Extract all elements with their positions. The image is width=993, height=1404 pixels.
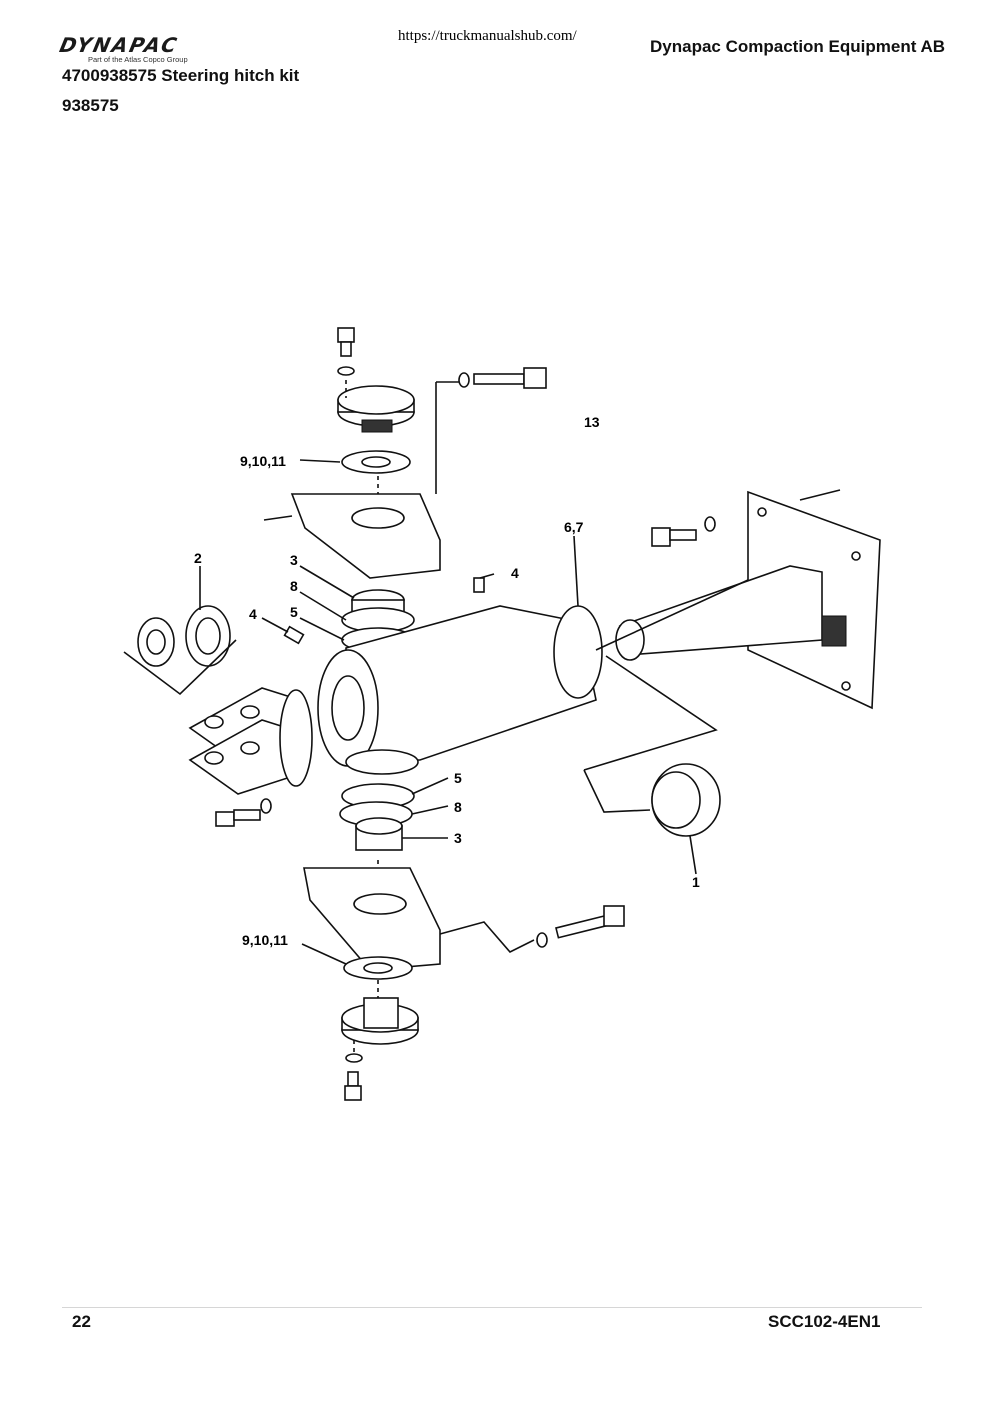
top-bracket [263, 381, 462, 579]
footer-divider [62, 1307, 922, 1308]
callout-3-top: 3 [290, 552, 298, 568]
callout-leaders [199, 459, 697, 965]
callout-4-left: 4 [249, 606, 257, 622]
dynapac-logo: DYNAPAC Part of the Atlas Copco Group [57, 33, 230, 64]
left-nut-and-ring [123, 605, 237, 696]
logo-tagline: Part of the Atlas Copco Group [88, 55, 188, 64]
callout-8-bottom: 8 [454, 799, 462, 815]
callout-5-bottom: 5 [454, 770, 462, 786]
right-bolt [651, 516, 716, 547]
callout-8-top: 8 [290, 578, 298, 594]
top-shim [341, 450, 411, 474]
left-clevis [188, 687, 313, 795]
callout-4-right: 4 [511, 565, 519, 581]
bottom-bearing-stack [339, 783, 415, 851]
top-cap-plate [337, 385, 415, 433]
center-axis [345, 380, 379, 1052]
callout-1: 1 [692, 874, 700, 890]
hitch-tube [317, 605, 603, 775]
bottom-bracket [303, 867, 535, 971]
left-bolt [215, 798, 272, 827]
company-name: Dynapac Compaction Equipment AB [650, 37, 946, 56]
callout-9-10-11-bottom: 9,10,11 [242, 932, 288, 948]
bearing-ring-1 [583, 655, 721, 837]
top-bolt [337, 327, 355, 376]
page-number: 22 [72, 1312, 91, 1331]
bottom-cap-assembly [341, 956, 419, 1101]
callout-13: 13 [584, 414, 600, 430]
callout-6-7: 6,7 [564, 519, 584, 535]
callout-5-top: 5 [290, 604, 298, 620]
source-url[interactable]: https://truckmanualshub.com/ [398, 28, 577, 44]
callout-2: 2 [194, 550, 202, 566]
callout-9-10-11-top: 9,10,11 [240, 453, 286, 469]
kit-number: 938575 [62, 96, 119, 115]
bottom-long-bolt [536, 905, 625, 948]
right-flange-assembly [595, 489, 881, 710]
callout-labels: 13 9,10,11 2 3 8 5 4 4 6,7 5 8 3 1 9,10,… [194, 414, 700, 948]
kit-title: 4700938575 Steering hitch kit [62, 66, 300, 85]
callout-3-bottom: 3 [454, 830, 462, 846]
document-code: SCC102-4EN1 [768, 1312, 881, 1331]
top-long-bolt [458, 367, 547, 389]
